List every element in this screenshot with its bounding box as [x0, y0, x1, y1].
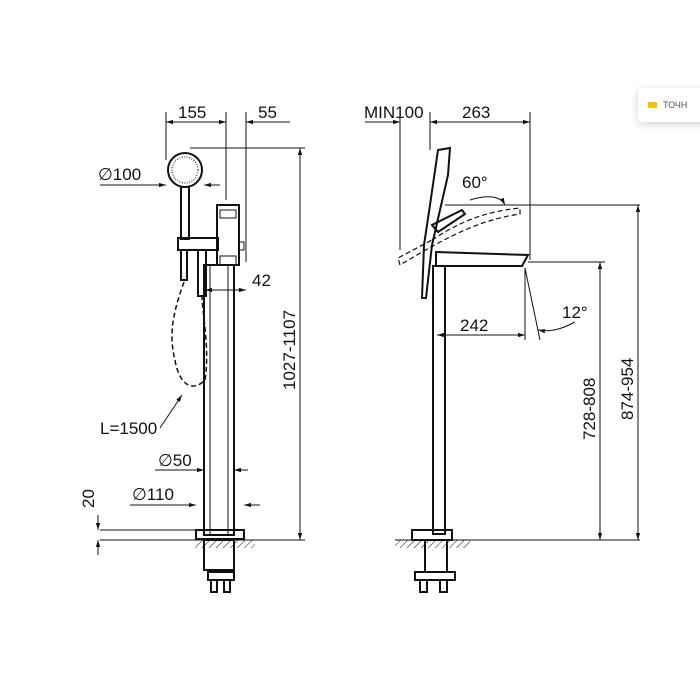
- hand-shower: [420, 146, 452, 299]
- dim-base-diameter: ∅110: [132, 485, 174, 504]
- dim-55: 55: [258, 103, 277, 122]
- dim-242: 242: [460, 316, 488, 335]
- lever: [430, 208, 467, 234]
- front-view: MIN100 263 60° 242 12° 728-808 874-954: [364, 103, 641, 593]
- shower-head: [167, 152, 203, 188]
- floating-badge[interactable]: ТОЧН: [638, 88, 700, 122]
- hose: [171, 281, 208, 387]
- dim-lever-angle: 60°: [462, 173, 488, 192]
- badge-icon: [648, 102, 657, 108]
- side-view: 155 55 ∅100 42 L=1500 ∅50 ∅110: [79, 103, 305, 593]
- dim-column-diameter: ∅50: [158, 451, 192, 470]
- dim-42: 42: [252, 271, 271, 290]
- dim-total-height: 874-954: [618, 358, 637, 420]
- dim-head-diameter: ∅100: [98, 165, 141, 184]
- dim-base-thickness: 20: [79, 489, 98, 508]
- dim-263: 263: [462, 103, 490, 122]
- badge-label: ТОЧН: [663, 100, 688, 110]
- dim-total-height: 1027-1107: [280, 310, 299, 390]
- column: [203, 264, 235, 536]
- dim-spout-height: 728-808: [580, 378, 599, 440]
- dim-155: 155: [178, 103, 206, 122]
- dim-spout-angle: 12°: [562, 303, 588, 322]
- spout: [435, 250, 530, 267]
- dim-min100: MIN100: [364, 103, 424, 122]
- dim-hose-length: L=1500: [100, 419, 157, 438]
- column: [432, 265, 446, 535]
